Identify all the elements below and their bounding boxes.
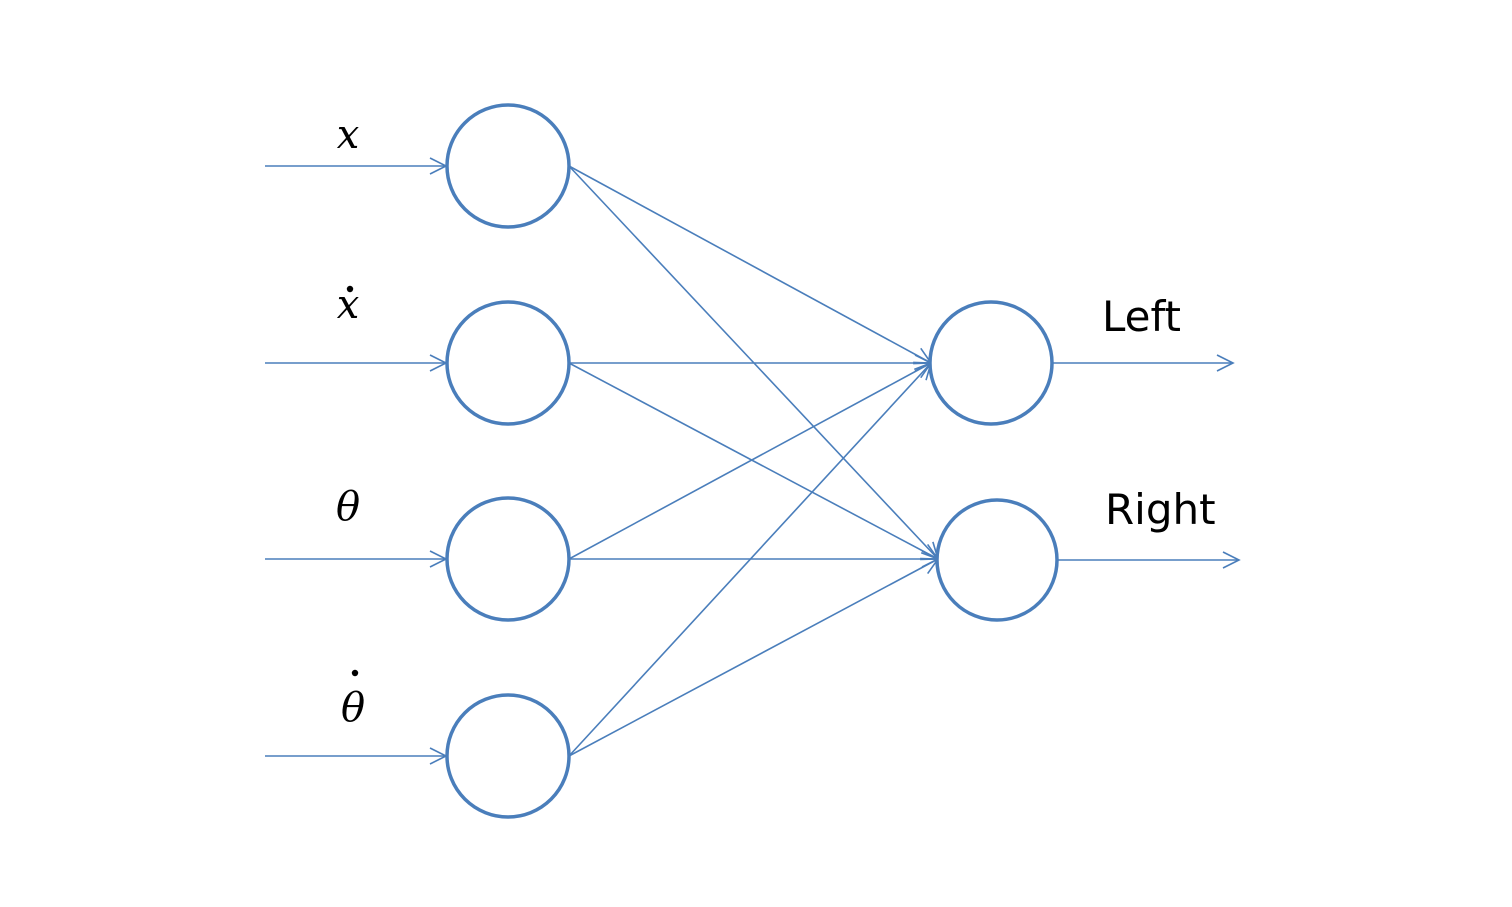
input-node-3	[445, 496, 571, 622]
input-label-x-dot: x	[337, 282, 360, 328]
output-node-left	[928, 300, 1054, 426]
output-label-left: Left	[1102, 292, 1181, 341]
connection-4-right	[568, 558, 940, 757]
connection-4-left	[568, 361, 933, 757]
input-label-x: x	[337, 112, 360, 158]
dot-accent-icon	[351, 669, 359, 677]
output-label-right: Right	[1105, 485, 1216, 534]
connection-2-right	[568, 362, 940, 560]
dot-accent-icon	[346, 285, 354, 293]
connection-1-left	[568, 165, 933, 364]
input-label-theta: θ	[336, 484, 360, 530]
output-node-right	[935, 498, 1059, 622]
connection-3-left	[568, 362, 933, 560]
input-node-4	[445, 693, 571, 819]
input-label-theta-dot: θ	[341, 685, 365, 731]
input-node-2	[445, 300, 571, 426]
input-node-1	[445, 103, 571, 229]
